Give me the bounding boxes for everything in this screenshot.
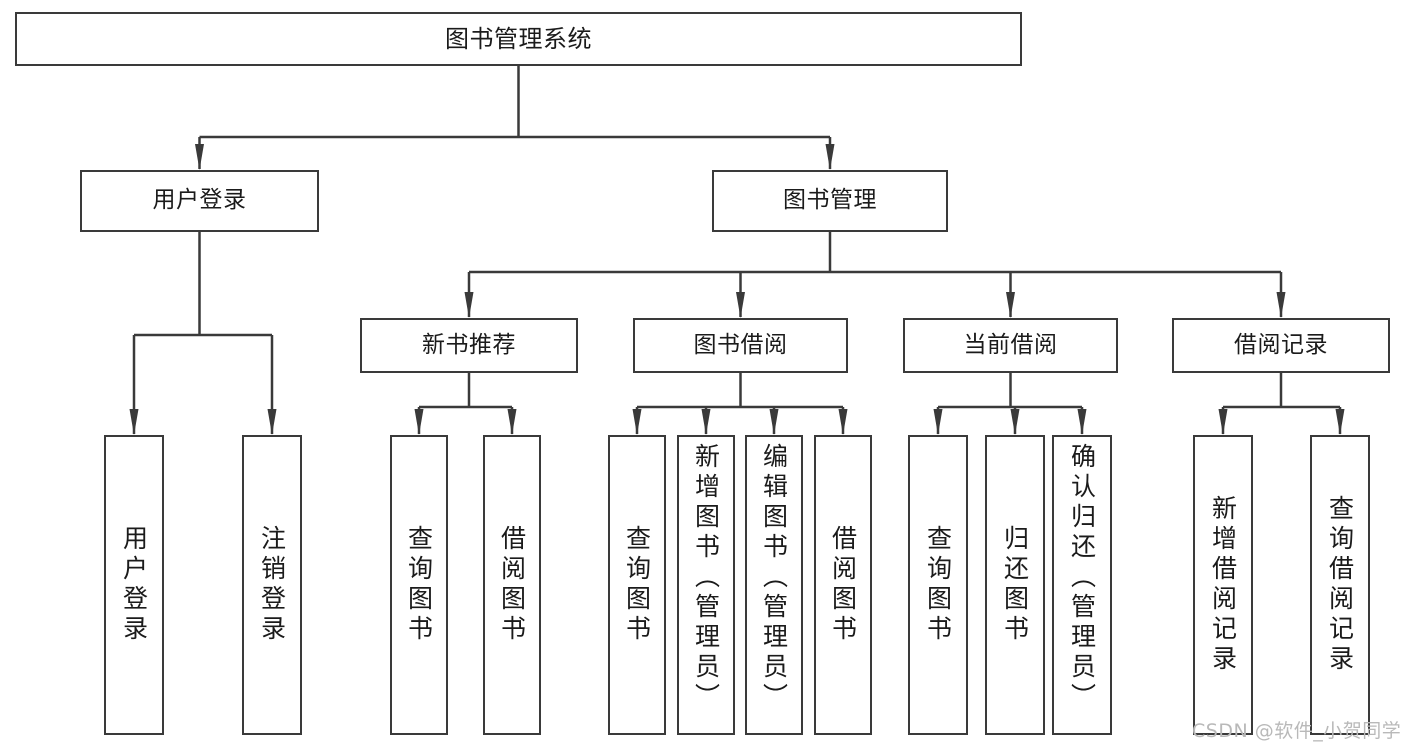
node-label: 注销登录: [257, 525, 287, 645]
node-leaf-login[interactable]: 用户登录: [104, 435, 164, 735]
node-records[interactable]: 借阅记录: [1172, 318, 1390, 373]
node-label: 查询图书: [923, 525, 953, 645]
node-current[interactable]: 当前借阅: [903, 318, 1118, 373]
node-leaf-b-query[interactable]: 查询图书: [608, 435, 666, 735]
node-label: 当前借阅: [963, 331, 1058, 358]
node-label: 用户登录: [119, 525, 149, 645]
node-label: 查询图书: [404, 525, 434, 645]
node-label: 图书借阅: [693, 331, 788, 358]
node-label: 确认归还（管理员）: [1067, 443, 1097, 713]
node-leaf-b-add[interactable]: 新增图书（管理员）: [677, 435, 735, 735]
node-leaf-nr-query[interactable]: 查询图书: [390, 435, 448, 735]
node-label: 图书管理系统: [445, 24, 592, 53]
node-leaf-r-query[interactable]: 查询借阅记录: [1310, 435, 1370, 735]
node-label: 新增图书（管理员）: [691, 443, 721, 713]
node-borrow[interactable]: 图书借阅: [633, 318, 848, 373]
node-leaf-nr-borrow[interactable]: 借阅图书: [483, 435, 541, 735]
node-label: 图书管理: [783, 187, 877, 214]
csdn-watermark: CSDN @软件_小贺同学: [1192, 720, 1402, 742]
node-leaf-r-add[interactable]: 新增借阅记录: [1193, 435, 1253, 735]
node-leaf-c-confirm[interactable]: 确认归还（管理员）: [1052, 435, 1112, 735]
node-label: 借阅图书: [828, 525, 858, 645]
node-leaf-b-borrow[interactable]: 借阅图书: [814, 435, 872, 735]
node-leaf-b-edit[interactable]: 编辑图书（管理员）: [745, 435, 803, 735]
node-leaf-c-query[interactable]: 查询图书: [908, 435, 968, 735]
node-leaf-c-return[interactable]: 归还图书: [985, 435, 1045, 735]
node-label: 查询图书: [622, 525, 652, 645]
node-label: 查询借阅记录: [1325, 495, 1355, 675]
node-label: 借阅图书: [497, 525, 527, 645]
node-label: 编辑图书（管理员）: [759, 443, 789, 713]
node-leaf-logout[interactable]: 注销登录: [242, 435, 302, 735]
node-root[interactable]: 图书管理系统: [15, 12, 1022, 66]
node-label: 用户登录: [152, 187, 247, 214]
node-label: 新书推荐: [422, 331, 516, 358]
node-bookmgmt[interactable]: 图书管理: [712, 170, 948, 232]
node-label: 归还图书: [1000, 525, 1030, 645]
node-newrec[interactable]: 新书推荐: [360, 318, 578, 373]
node-login[interactable]: 用户登录: [80, 170, 319, 232]
node-label: 新增借阅记录: [1208, 495, 1238, 675]
node-label: 借阅记录: [1234, 331, 1328, 358]
